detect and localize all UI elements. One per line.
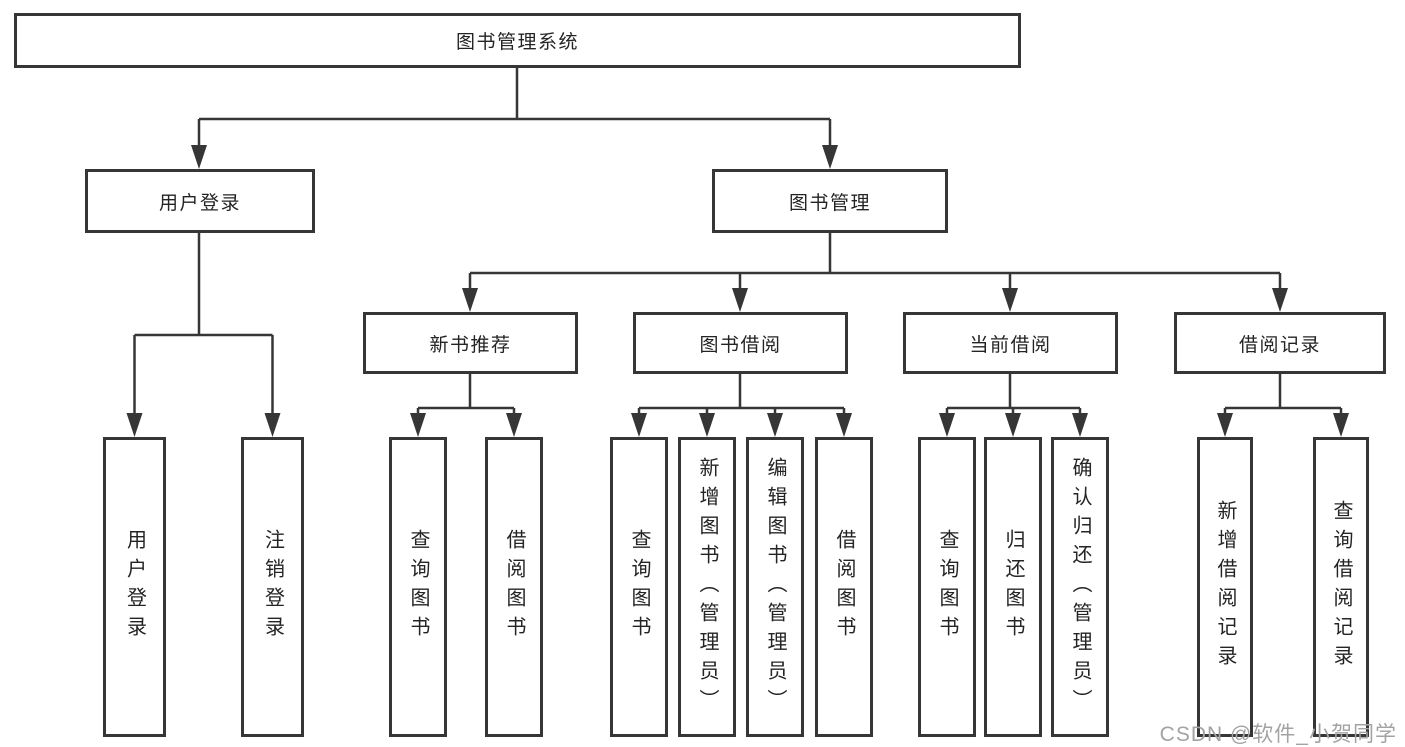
node-user-login: 用户登录: [85, 169, 315, 233]
node-current-borrowing: 当前借阅: [903, 312, 1118, 374]
leaf-confirm-return-admin: 确认归还（管理员）: [1051, 437, 1109, 737]
leaf-label: 查询图书: [407, 529, 429, 645]
leaf-add-books-admin: 新增图书（管理员）: [678, 437, 736, 737]
csdn-watermark: CSDN @软件_小贺同学: [1159, 723, 1397, 746]
leaf-borrow-books: 借阅图书: [815, 437, 873, 737]
leaf-borrow-books: 借阅图书: [485, 437, 543, 737]
leaf-logout: 注销登录: [241, 437, 304, 737]
node-book-management: 图书管理: [712, 169, 948, 233]
node-new-book-recommendation: 新书推荐: [363, 312, 578, 374]
leaf-query-books: 查询图书: [610, 437, 668, 737]
leaf-label: 查询图书: [628, 529, 650, 645]
node-library-management-system: 图书管理系统: [14, 13, 1021, 68]
leaf-label: 注销登录: [261, 529, 284, 645]
leaf-label: 借阅图书: [503, 529, 525, 645]
leaf-user-login: 用户登录: [103, 437, 166, 737]
leaf-return-books: 归还图书: [984, 437, 1042, 737]
leaf-label: 用户登录: [123, 529, 146, 645]
node-borrowing-records: 借阅记录: [1174, 312, 1386, 374]
leaf-query-books: 查询图书: [918, 437, 976, 737]
leaf-label: 确认归还（管理员）: [1069, 456, 1091, 718]
leaf-label: 新增图书（管理员）: [696, 456, 718, 718]
leaf-label: 归还图书: [1002, 529, 1024, 645]
leaf-add-borrow-record: 新增借阅记录: [1197, 437, 1253, 737]
leaf-label: 编辑图书（管理员）: [764, 456, 786, 718]
leaf-query-borrow-record: 查询借阅记录: [1313, 437, 1369, 737]
leaf-label: 新增借阅记录: [1214, 500, 1236, 674]
node-book-borrowing: 图书借阅: [633, 312, 848, 374]
leaf-edit-books-admin: 编辑图书（管理员）: [746, 437, 804, 737]
arrowhead-icons: [126, 145, 1349, 437]
leaf-label: 查询图书: [936, 529, 958, 645]
leaf-label: 借阅图书: [833, 529, 855, 645]
leaf-query-books: 查询图书: [389, 437, 447, 737]
leaf-label: 查询借阅记录: [1330, 500, 1352, 674]
